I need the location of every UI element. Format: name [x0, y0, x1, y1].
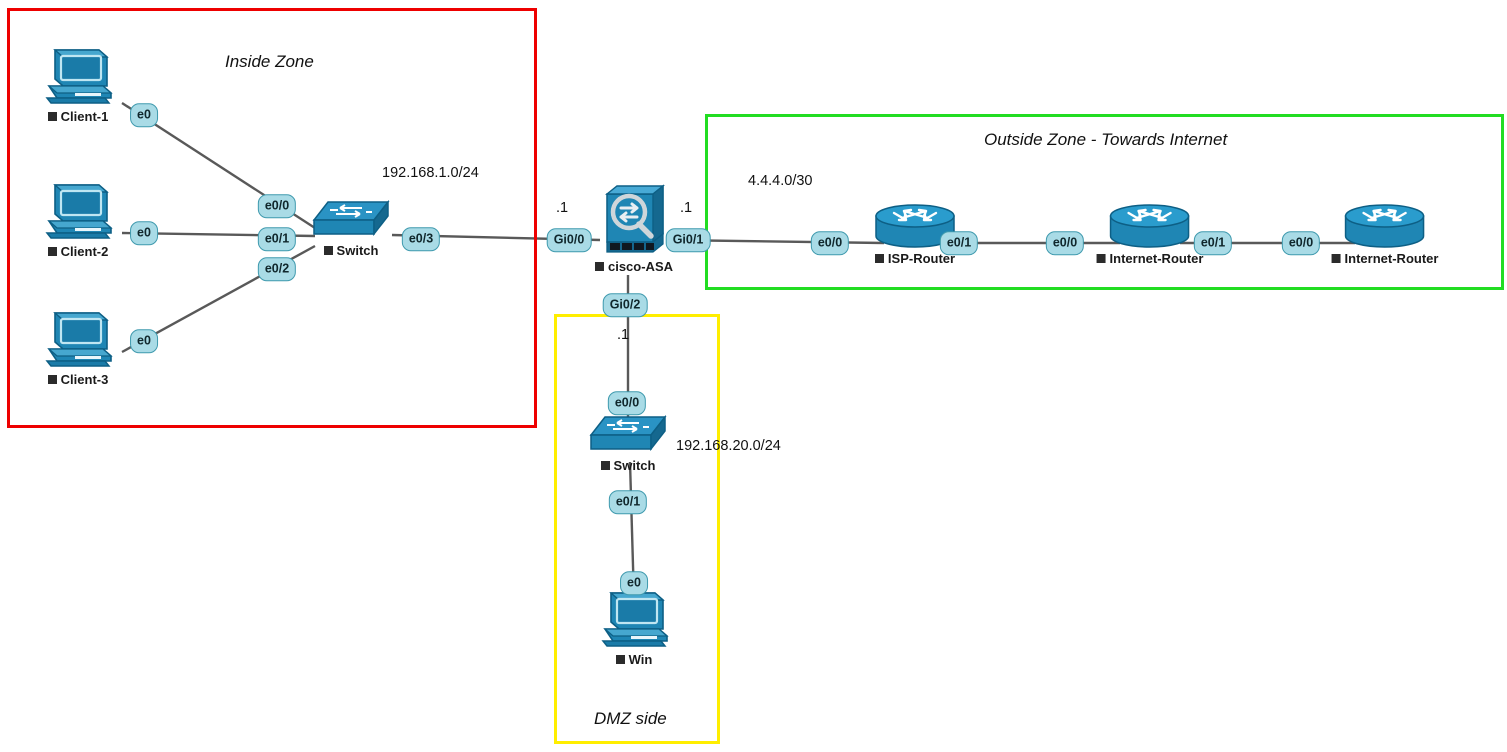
pc-icon [601, 592, 669, 647]
interface-label[interactable]: e0/3 [401, 227, 441, 251]
interface-label[interactable]: e0/0 [810, 231, 850, 255]
device-bullet-icon [615, 655, 625, 664]
router-icon [1110, 204, 1190, 248]
interface-label[interactable]: e0/0 [1281, 231, 1321, 255]
zone-outside[interactable] [705, 114, 1504, 290]
device-label: Internet-Router [1096, 251, 1204, 266]
switch-icon [312, 199, 390, 237]
interface-label[interactable]: e0 [130, 329, 158, 353]
interface-label[interactable]: e0/1 [257, 227, 297, 251]
interface-label[interactable]: e0/0 [257, 194, 297, 218]
device-label-text: Win [628, 652, 653, 667]
device-label: Client-1 [47, 109, 109, 124]
interface-label[interactable]: e0/2 [257, 257, 297, 281]
device-label-text: Switch [613, 458, 656, 473]
pc-icon [45, 312, 113, 367]
interface-label[interactable]: e0 [130, 221, 158, 245]
pc-icon [41, 309, 115, 371]
device-label-text: Client-2 [60, 244, 109, 259]
firewall-icon [599, 182, 669, 258]
interface-label[interactable]: e0/1 [1193, 231, 1233, 255]
interface-label[interactable]: e0/0 [607, 391, 647, 415]
device-win-host[interactable]: Win [597, 589, 671, 667]
device-bullet-icon [47, 112, 57, 121]
interface-label[interactable]: e0/1 [939, 231, 979, 255]
subnet-label: 192.168.1.0/24 [382, 165, 479, 181]
device-bullet-icon [323, 246, 333, 255]
interface-label[interactable]: e0/1 [608, 490, 648, 514]
device-label-text: Client-1 [60, 109, 109, 124]
ip-address-label: .1 [680, 200, 693, 216]
interface-label[interactable]: Gi0/0 [546, 228, 592, 252]
subnet-label: 4.4.4.0/30 [748, 173, 813, 189]
device-label: Client-2 [47, 244, 109, 259]
firewall-icon [605, 184, 665, 253]
device-bullet-icon [874, 254, 884, 263]
switch-icon [310, 198, 392, 242]
device-label: Client-3 [47, 372, 109, 387]
device-label-text: ISP-Router [887, 251, 956, 266]
device-label: Switch [323, 243, 379, 258]
device-switch-dmz[interactable]: Switch [587, 413, 669, 473]
switch-icon [587, 413, 669, 457]
device-switch-inside[interactable]: Switch [310, 198, 392, 258]
zone-inside[interactable] [7, 8, 537, 428]
device-label: Win [615, 652, 653, 667]
device-bullet-icon [47, 247, 57, 256]
device-bullet-icon [47, 375, 57, 384]
device-client-1[interactable]: Client-1 [41, 46, 115, 124]
ip-address-label: .1 [617, 327, 630, 343]
ip-address-label: .1 [556, 200, 569, 216]
pc-icon [41, 181, 115, 243]
device-bullet-icon [594, 262, 604, 271]
zone-title-dmz: DMZ side [594, 709, 667, 728]
pc-icon [597, 589, 671, 651]
device-label: cisco-ASA [594, 259, 674, 274]
device-client-2[interactable]: Client-2 [41, 181, 115, 259]
device-label: ISP-Router [874, 251, 956, 266]
device-label-text: Client-3 [60, 372, 109, 387]
device-bullet-icon [1096, 254, 1106, 263]
device-internet-router-2[interactable]: Internet-Router [1331, 202, 1439, 266]
interface-label[interactable]: e0/0 [1045, 231, 1085, 255]
router-icon [1345, 204, 1425, 248]
router-icon [1107, 202, 1193, 250]
device-cisco-asa[interactable]: cisco-ASA [594, 182, 674, 274]
device-label-text: cisco-ASA [607, 259, 674, 274]
pc-icon [45, 49, 113, 104]
interface-label[interactable]: e0 [130, 103, 158, 127]
device-bullet-icon [1331, 254, 1341, 263]
interface-label[interactable]: e0 [620, 571, 648, 595]
device-client-3[interactable]: Client-3 [41, 309, 115, 387]
zone-dmz[interactable] [554, 314, 720, 744]
device-label-text: Internet-Router [1109, 251, 1204, 266]
device-label-text: Internet-Router [1344, 251, 1439, 266]
pc-icon [41, 46, 115, 108]
switch-icon [589, 414, 667, 452]
interface-label[interactable]: Gi0/2 [602, 293, 648, 317]
interface-label[interactable]: Gi0/1 [665, 228, 711, 252]
device-internet-router-1[interactable]: Internet-Router [1096, 202, 1204, 266]
router-icon [1342, 202, 1428, 250]
device-label: Switch [600, 458, 656, 473]
device-bullet-icon [600, 461, 610, 470]
device-label: Internet-Router [1331, 251, 1439, 266]
device-label-text: Switch [336, 243, 379, 258]
zone-title-inside: Inside Zone [225, 52, 314, 71]
pc-icon [45, 184, 113, 239]
zone-title-outside: Outside Zone - Towards Internet [984, 130, 1228, 149]
subnet-label: 192.168.20.0/24 [676, 438, 781, 454]
